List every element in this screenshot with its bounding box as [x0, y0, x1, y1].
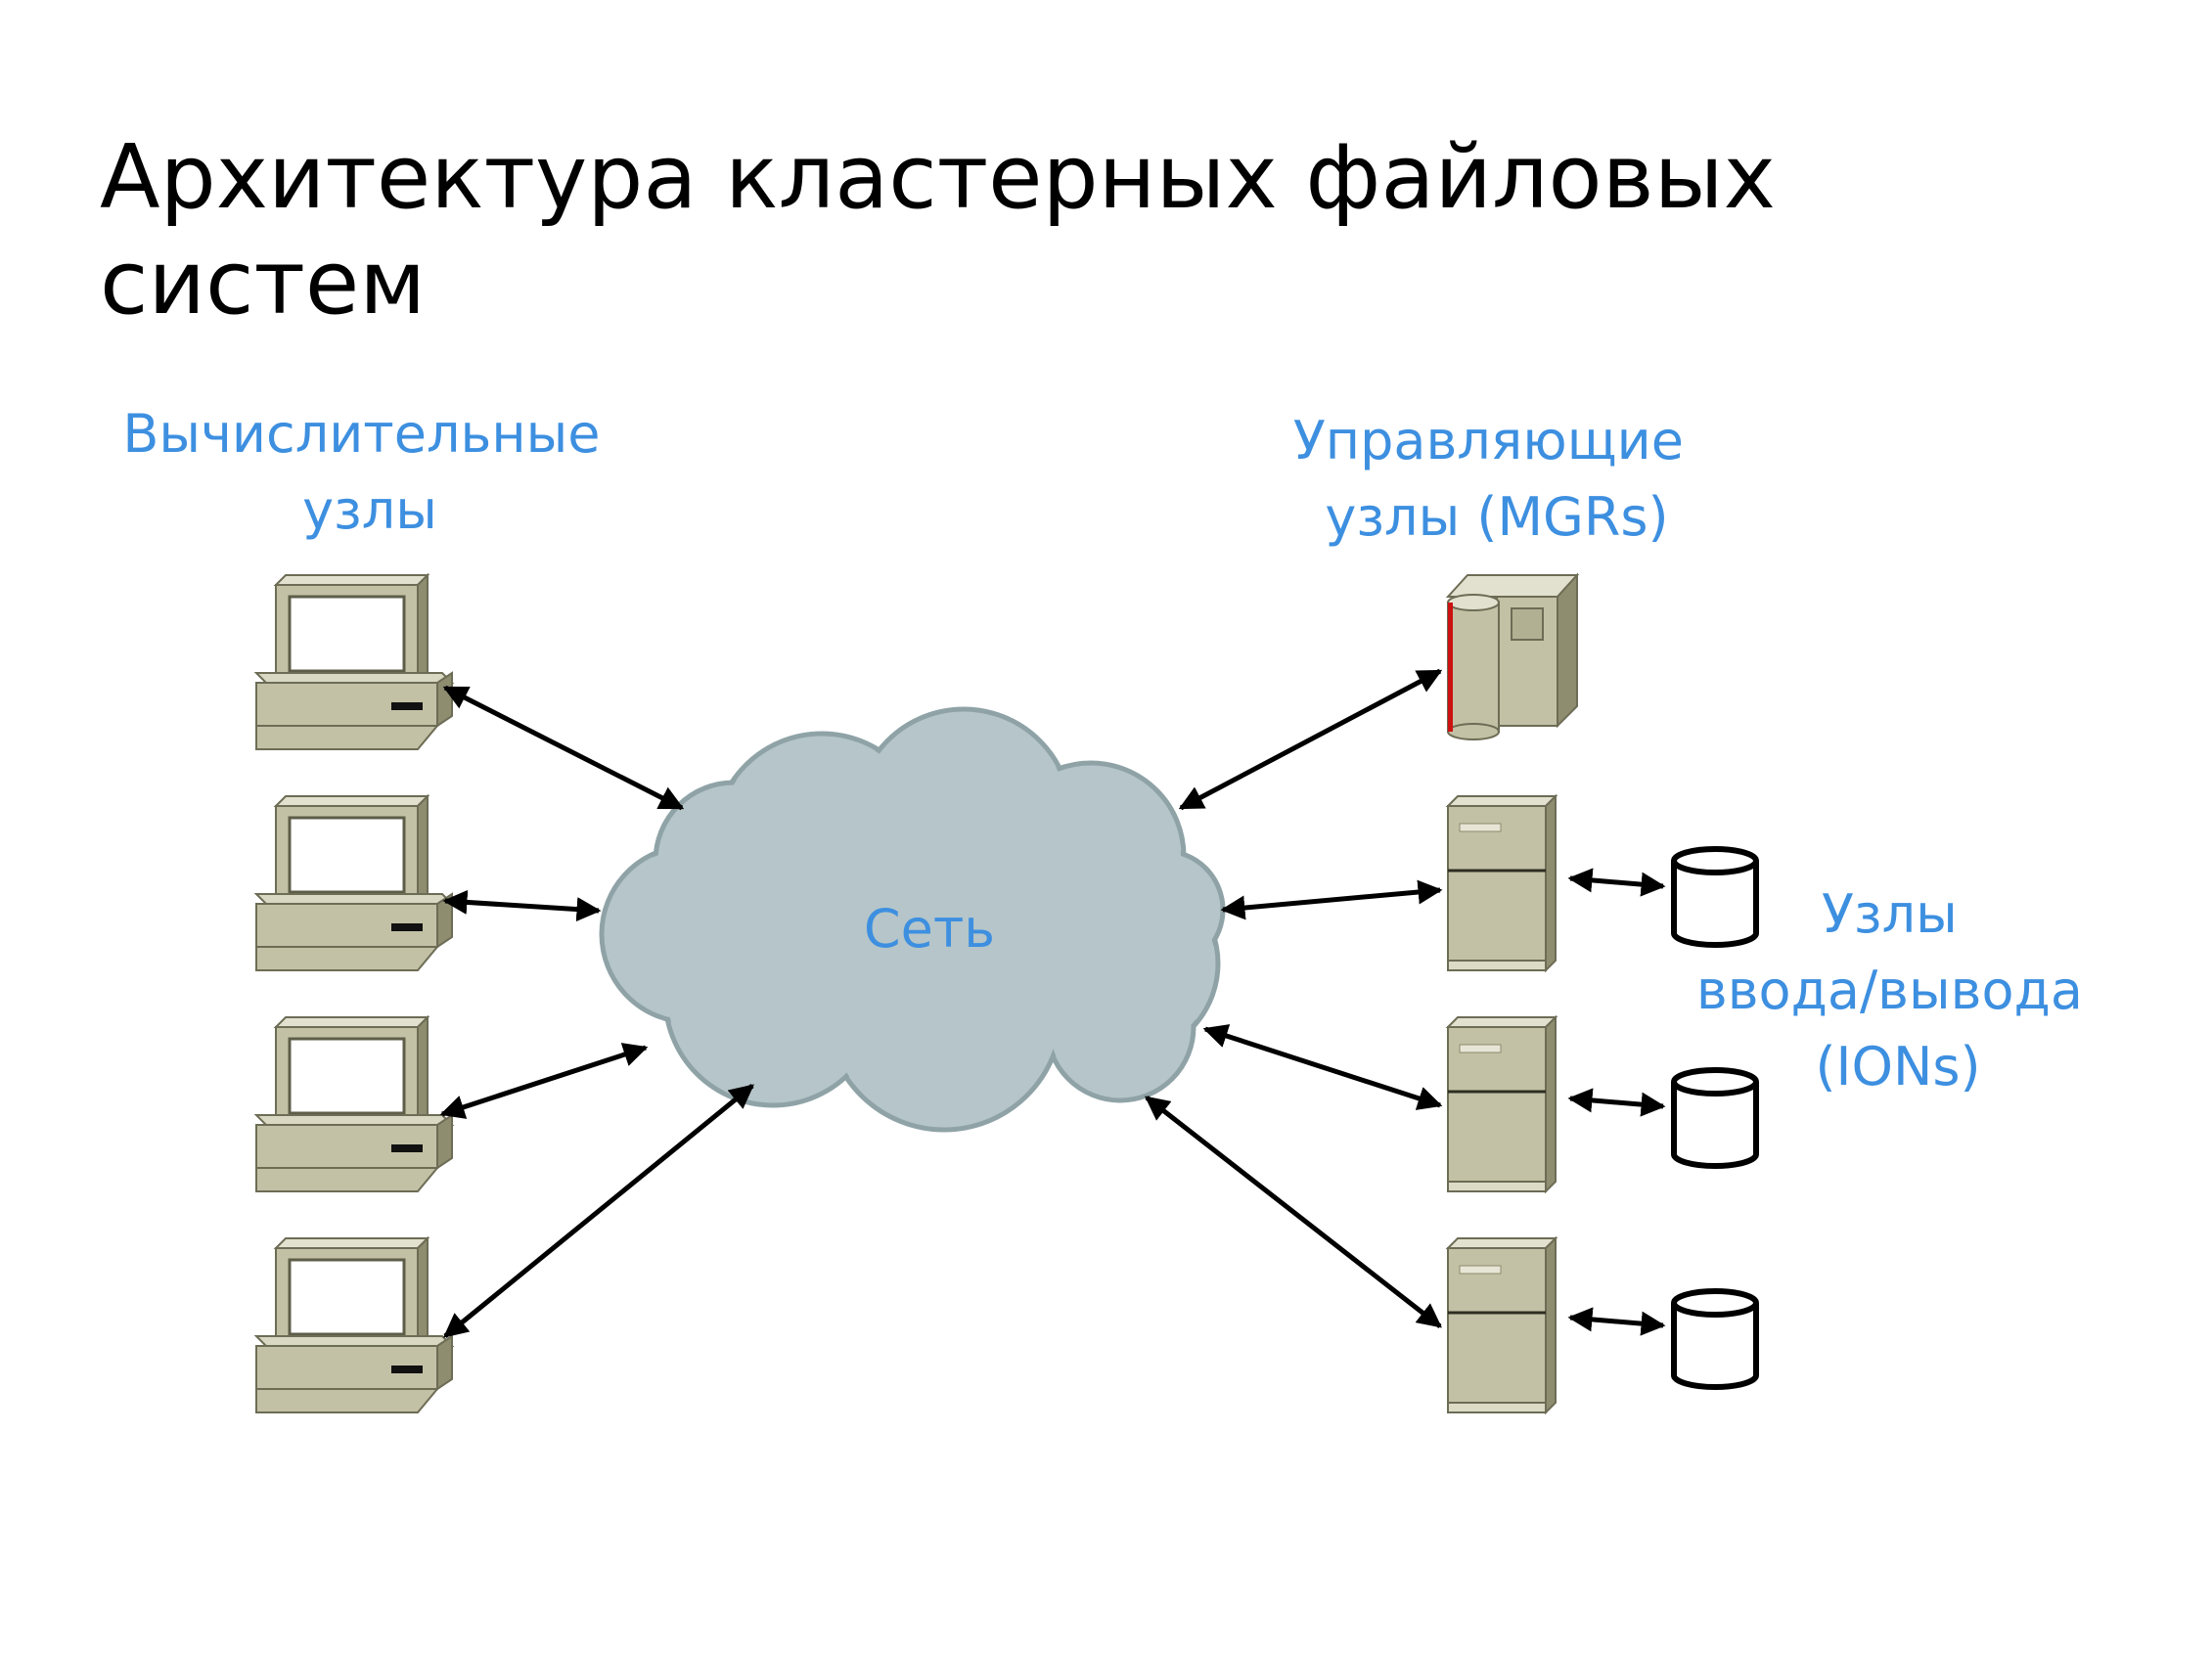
- title-line-1: Архитектура кластерных файловых: [100, 126, 1776, 229]
- io-node-3-icon: [1446, 1236, 1557, 1414]
- storage-disk-3-icon: [1674, 1291, 1756, 1387]
- compute-nodes-label-line-2: узлы: [302, 479, 437, 541]
- storage-disk-2-icon: [1674, 1070, 1756, 1166]
- io-nodes-label: Узлы ввода/вывода (IONs): [1696, 883, 2099, 1097]
- compute-node-4-icon: [254, 1236, 454, 1414]
- link-compute-4-network: [443, 1084, 754, 1338]
- manager-nodes-label-line-1: Управляющие: [1293, 410, 1684, 471]
- manager-nodes-label: Управляющие узлы (MGRs): [1293, 410, 1700, 548]
- network-label: Сеть: [864, 898, 995, 960]
- manager-nodes-label-line-2: узлы (MGRs): [1325, 486, 1668, 548]
- manager-server-icon: [1445, 572, 1580, 740]
- link-compute-2-network: [442, 889, 602, 922]
- cloud-icon: [599, 706, 1226, 1133]
- slide-title: Архитектура кластерных файловых систем: [100, 125, 2056, 336]
- io-node-1-icon: [1446, 794, 1557, 972]
- io-nodes-label-line-2: ввода/вывода: [1696, 960, 2083, 1021]
- link-compute-1-network: [442, 685, 685, 811]
- compute-node-2-icon: [254, 794, 454, 972]
- link-io-1-disk-1: [1567, 868, 1666, 897]
- io-nodes-label-line-3: (IONs): [1815, 1036, 1980, 1097]
- io-node-2-icon: [1446, 1015, 1557, 1193]
- link-io-3-disk-3: [1567, 1307, 1666, 1336]
- compute-nodes-label: Вычислительные узлы: [122, 403, 616, 541]
- link-network-manager: [1178, 668, 1443, 811]
- compute-node-1-icon: [254, 573, 454, 751]
- compute-nodes-label-line-1: Вычислительные: [122, 403, 600, 465]
- title-line-2: систем: [100, 232, 427, 335]
- link-network-io-1: [1220, 879, 1443, 920]
- link-network-io-2: [1202, 1024, 1443, 1110]
- io-nodes-label-line-1: Узлы: [1822, 883, 1958, 945]
- link-io-2-disk-2: [1567, 1088, 1666, 1117]
- link-network-io-3: [1145, 1096, 1442, 1328]
- compute-node-3-icon: [254, 1015, 454, 1193]
- link-compute-3-network: [439, 1043, 649, 1119]
- storage-disk-1-icon: [1674, 849, 1756, 945]
